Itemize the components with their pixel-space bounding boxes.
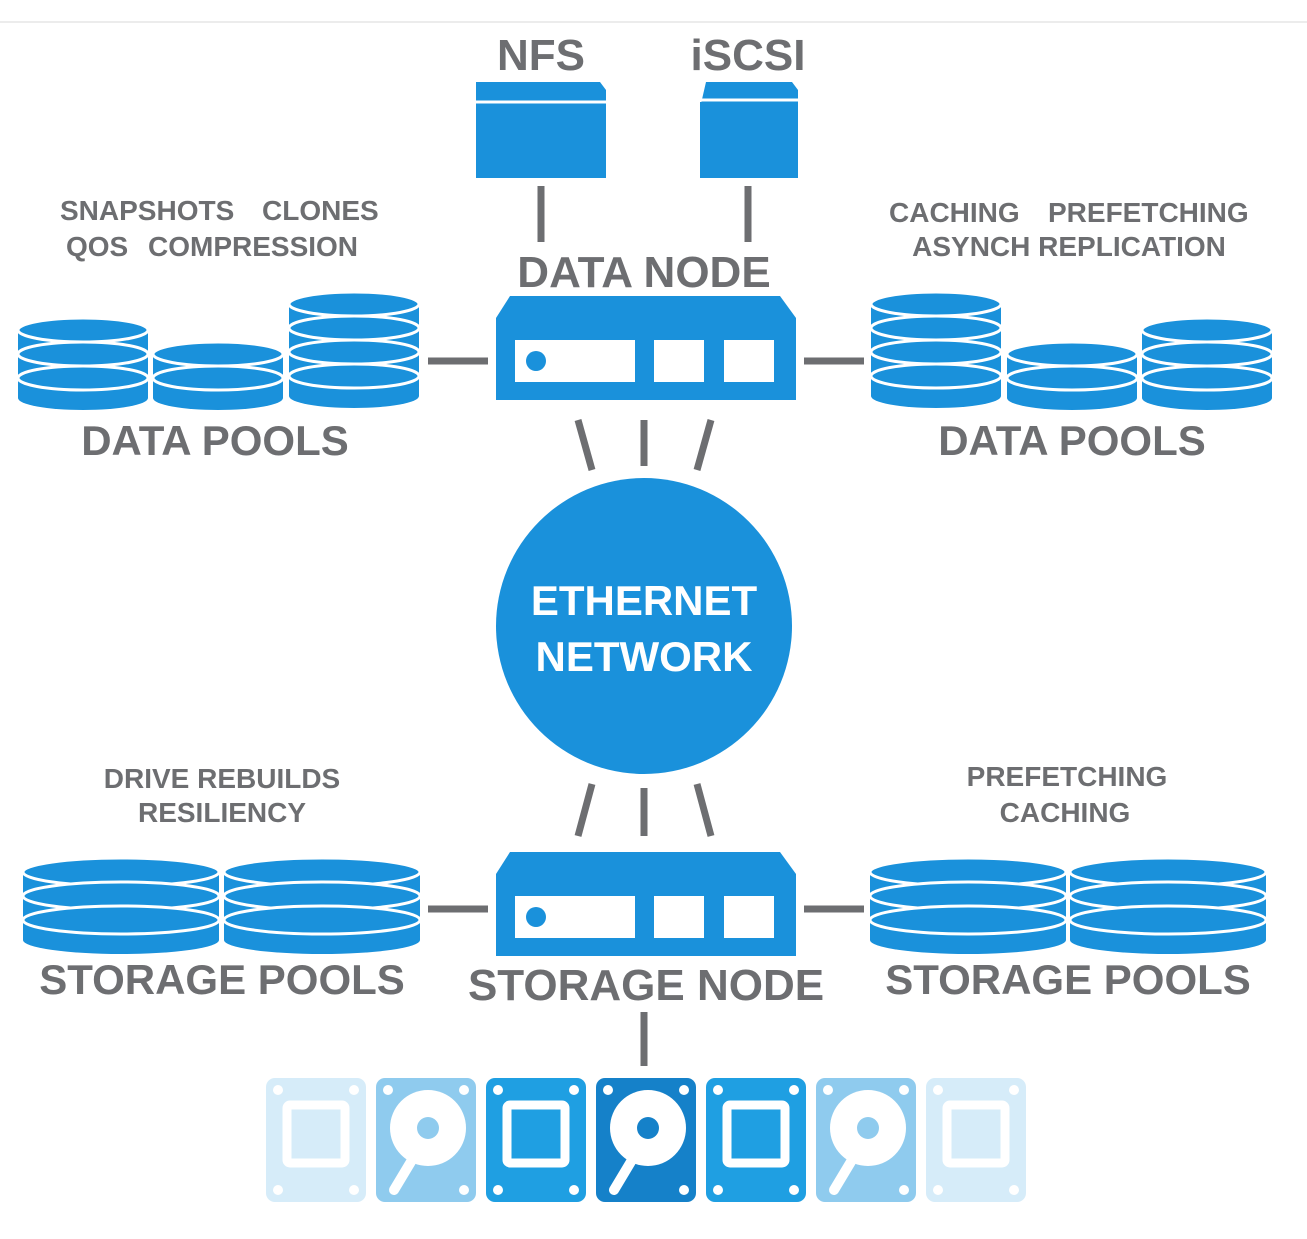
database-icon xyxy=(222,856,422,954)
database-icon xyxy=(21,856,221,954)
data-pools-right-label: DATA POOLS xyxy=(938,417,1206,464)
storage-pools-right-icon xyxy=(868,856,1268,954)
solid-state-drive-icon xyxy=(926,1078,1026,1202)
feature-clones: CLONES xyxy=(262,195,379,226)
storage-node-right-features: PREFETCHING CACHING xyxy=(967,761,1168,828)
data-pools-left-icon xyxy=(16,290,421,410)
feature-asynch-replication: ASYNCH REPLICATION xyxy=(912,231,1226,262)
storage-node-label: STORAGE NODE xyxy=(468,961,824,1010)
solid-state-drive-icon xyxy=(706,1078,806,1202)
data-node-left-features: SNAPSHOTS CLONES QOS COMPRESSION xyxy=(60,195,379,262)
solid-state-drive-icon xyxy=(486,1078,586,1202)
database-icon xyxy=(1068,856,1268,954)
hard-disk-drive-icon xyxy=(596,1078,696,1202)
iscsi-label: iSCSI xyxy=(691,31,806,80)
iscsi-folder-icon xyxy=(700,82,798,178)
data-node-label: DATA NODE xyxy=(517,248,770,297)
storage-node-server-icon xyxy=(496,852,796,956)
database-icon xyxy=(1140,316,1274,410)
data-pools-left-label: DATA POOLS xyxy=(81,417,349,464)
ethernet-network-node: ETHERNET NETWORK xyxy=(496,478,792,774)
feature-prefetching: PREFETCHING xyxy=(1048,197,1249,228)
nfs-label: NFS xyxy=(497,31,585,80)
database-icon xyxy=(287,290,421,408)
hard-disk-drive-icon xyxy=(376,1078,476,1202)
database-icon xyxy=(868,856,1068,954)
feature-resiliency: RESILIENCY xyxy=(138,797,306,828)
database-icon xyxy=(1005,340,1139,410)
network-label-line2: NETWORK xyxy=(536,633,753,680)
nfs-folder-icon xyxy=(476,82,606,178)
feature-prefetching-storage: PREFETCHING xyxy=(967,761,1168,792)
storage-pools-right-label: STORAGE POOLS xyxy=(885,956,1251,1003)
hard-disk-drive-icon xyxy=(816,1078,916,1202)
storage-pools-left-icon xyxy=(21,856,422,954)
solid-state-drive-icon xyxy=(266,1078,366,1202)
data-pools-right-icon xyxy=(869,290,1274,410)
storage-node-network-links xyxy=(574,783,715,837)
database-icon xyxy=(16,316,150,410)
feature-caching: CACHING xyxy=(889,197,1020,228)
drive-row xyxy=(266,1078,1026,1202)
feature-compression: COMPRESSION xyxy=(148,231,358,262)
database-icon xyxy=(869,290,1003,408)
data-node-server-icon xyxy=(496,296,796,400)
storage-pools-left-label: STORAGE POOLS xyxy=(39,956,405,1003)
feature-drive-rebuilds: DRIVE REBUILDS xyxy=(104,763,340,794)
feature-qos: QOS xyxy=(66,231,128,262)
feature-caching-storage: CACHING xyxy=(1000,797,1131,828)
data-node-right-features: CACHING PREFETCHING ASYNCH REPLICATION xyxy=(889,197,1249,262)
network-label-line1: ETHERNET xyxy=(531,577,758,624)
storage-node-left-features: DRIVE REBUILDS RESILIENCY xyxy=(104,763,340,828)
feature-snapshots: SNAPSHOTS xyxy=(60,195,234,226)
data-node-network-links xyxy=(574,419,715,471)
database-icon xyxy=(151,340,285,410)
